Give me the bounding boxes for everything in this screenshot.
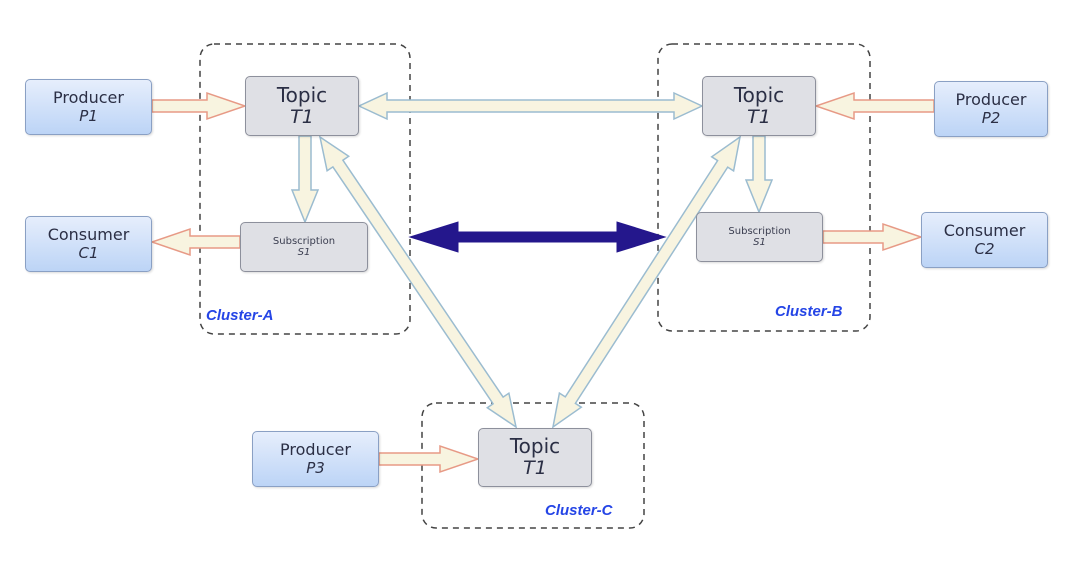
topic-b-name: T1 [747, 105, 771, 128]
arrow-replication-b-c [551, 135, 742, 429]
consumer-c1-title: Consumer [47, 225, 130, 245]
arrow-topic-a-to-subscription-a [290, 135, 320, 224]
cluster-b-label: Cluster-B [775, 303, 843, 320]
arrow-p2-to-topic-b [813, 91, 935, 121]
cluster-b-boundary [657, 43, 871, 332]
producer-p2-name: P2 [981, 108, 1001, 127]
producer-p3-node: Producer P3 [252, 431, 379, 487]
arrow-subscription-b-to-c2 [822, 222, 924, 252]
arrow-cluster-a-b-link [408, 221, 667, 253]
producer-p3-title: Producer [280, 440, 351, 460]
consumer-c2-node: Consumer C2 [921, 212, 1048, 268]
topic-t1-cluster-c: Topic T1 [478, 428, 592, 487]
producer-p1-name: P1 [79, 106, 98, 125]
topic-b-title: Topic [733, 82, 785, 107]
topic-t1-cluster-a: Topic T1 [245, 76, 359, 136]
cluster-a-boundary [199, 43, 411, 335]
subscription-b-name: S1 [753, 237, 766, 248]
subscription-b-title: Subscription [728, 225, 791, 237]
producer-p1-title: Producer [53, 88, 124, 108]
consumer-c1-name: C1 [78, 243, 99, 262]
topic-a-name: T1 [290, 105, 314, 128]
subscription-s1-cluster-b: Subscription S1 [696, 212, 823, 262]
producer-p3-name: P3 [306, 458, 325, 477]
subscription-a-name: S1 [297, 247, 311, 258]
subscription-a-title: Subscription [272, 235, 336, 247]
consumer-c2-title: Consumer [943, 221, 1026, 241]
cluster-c-label: Cluster-C [545, 502, 613, 519]
topic-c-name: T1 [523, 457, 547, 480]
arrow-p3-to-topic-c [378, 444, 481, 474]
producer-p1-node: Producer P1 [25, 79, 152, 135]
subscription-s1-cluster-a: Subscription S1 [240, 222, 368, 272]
cluster-a-label: Cluster-A [206, 307, 274, 324]
arrow-subscription-a-to-c1 [149, 227, 241, 257]
consumer-c2-name: C2 [974, 239, 995, 258]
arrow-topic-b-to-subscription-b [744, 135, 774, 214]
topic-a-title: Topic [276, 82, 328, 107]
arrow-replication-a-c [318, 135, 518, 429]
arrow-p1-to-topic-a [151, 91, 248, 121]
consumer-c1-node: Consumer C1 [25, 216, 152, 272]
producer-p2-node: Producer P2 [934, 81, 1048, 137]
topic-t1-cluster-b: Topic T1 [702, 76, 816, 136]
producer-p2-title: Producer [955, 90, 1027, 110]
topic-c-title: Topic [509, 434, 561, 459]
